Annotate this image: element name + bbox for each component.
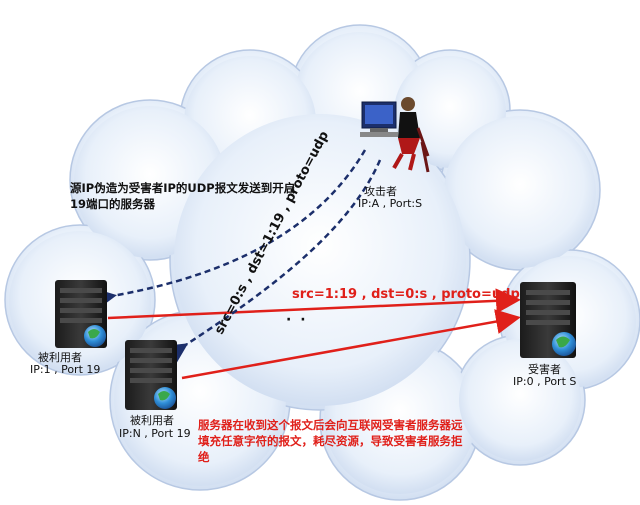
attacker-name: 攻击者 (364, 185, 397, 198)
reflector-1-name: 被利用者 (38, 351, 82, 364)
spoof-description: 源IP伪造为受害者IP的UDP报文发送到开启19端口的服务器 (70, 181, 296, 211)
attacker-address: IP:A , Port:S (358, 197, 423, 210)
reflection-description: 服务器在收到这个报文后会向互联网受害者服务器远填充任意字符的报文，耗尽资源，导致… (198, 418, 463, 464)
attacker-icon (360, 97, 430, 173)
victim-address: IP:0 , Port S (513, 375, 577, 388)
reflector-1-address: IP:1 , Port 19 (30, 363, 101, 376)
reflector-n-address: IP:N , Port 19 (119, 427, 191, 440)
reflected-packet-label: src=1:19 , dst=0:s , proto=udp (292, 287, 520, 302)
ellipsis: · · (286, 312, 308, 328)
spoofed-arrow-1 (90, 149, 367, 312)
spoofed-arrow-n (160, 159, 382, 368)
reflector-n-server-icon (125, 340, 177, 410)
reflected-arrow-1 (107, 288, 521, 320)
reflector-1-server-icon (55, 280, 107, 348)
reflector-n-name: 被利用者 (130, 414, 174, 427)
victim-name: 受害者 (528, 363, 561, 376)
victim-server-icon (520, 282, 576, 358)
reflected-arrow-n (181, 309, 521, 380)
